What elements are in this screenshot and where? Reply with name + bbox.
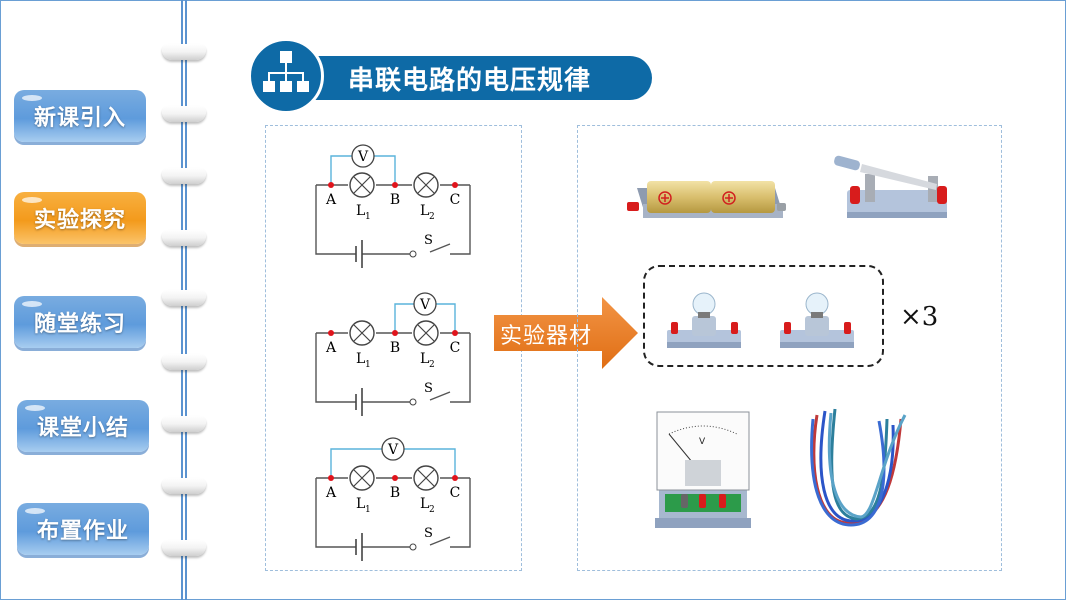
switch-pivot <box>409 398 417 406</box>
switch-label: S <box>424 233 433 248</box>
voltmeter-label: V <box>387 442 399 458</box>
node-label-B: B <box>390 485 400 501</box>
equipment-label: 实验器材 <box>500 324 593 349</box>
switch-pivot <box>409 250 417 258</box>
binder-ring <box>162 168 206 184</box>
lamp-label-subscript: 2 <box>429 505 435 515</box>
lamp-label: L <box>356 351 365 367</box>
binder-ring <box>162 290 206 306</box>
binder-ring <box>162 416 206 432</box>
section-title: 串联电路的电压规律 <box>348 65 592 96</box>
voltmeter-symbol <box>381 437 405 461</box>
nav-button-practice[interactable]: 随堂练习 <box>14 296 146 348</box>
voltmeter-icon: V <box>655 411 751 528</box>
nav-button-summary[interactable]: 课堂小结 <box>17 400 149 452</box>
title-badge <box>248 38 324 114</box>
nav-label: 课堂小结 <box>36 416 129 441</box>
lamp-label-subscript: 2 <box>429 360 435 370</box>
switch-label: S <box>424 526 433 541</box>
node-label-C: C <box>450 340 461 356</box>
section-title-bar: 串联电路的电压规律 <box>290 56 652 100</box>
lamp-group <box>643 265 884 367</box>
hierarchy-icon <box>263 51 309 92</box>
voltmeter-lead <box>330 448 456 478</box>
wires-icon <box>810 408 907 527</box>
node-label-C: C <box>450 485 461 501</box>
node-A <box>328 330 334 336</box>
battery-symbol <box>355 533 363 561</box>
binder-ring <box>162 44 206 60</box>
switch-pivot <box>409 543 417 551</box>
lamp-1-cross <box>353 469 371 487</box>
node-A <box>328 182 334 188</box>
lamp-label: L <box>420 496 429 512</box>
lamp-1-cross <box>353 324 371 342</box>
voltmeter-lead <box>330 155 396 185</box>
switch-label: S <box>424 381 433 396</box>
lamp-label: L <box>356 203 365 219</box>
binder-ring <box>162 478 206 494</box>
node-label-B: B <box>390 340 400 356</box>
voltmeter-lead <box>394 303 456 333</box>
lamp-2-cross <box>417 176 435 194</box>
lamp-label-subscript: 1 <box>365 505 371 515</box>
nav-button-intro[interactable]: 新课引入 <box>14 90 146 142</box>
node-label-A: A <box>325 192 337 208</box>
nav-button-homework[interactable]: 布置作业 <box>17 503 149 555</box>
node-A <box>328 475 334 481</box>
lamp-2-cross <box>417 324 435 342</box>
lamp-label: L <box>420 203 429 219</box>
knife-switch-icon <box>834 155 947 218</box>
binder-ring <box>162 540 206 556</box>
battery-pack-icon <box>627 181 786 218</box>
equipment-panel <box>577 125 1002 571</box>
node-label-A: A <box>325 340 337 356</box>
battery-symbol <box>355 388 363 416</box>
nav-button-experiment[interactable]: 实验探究 <box>14 192 146 244</box>
binder-ring <box>162 106 206 122</box>
voltmeter-label: V <box>419 297 431 313</box>
node-label-A: A <box>325 485 337 501</box>
node-C <box>452 330 458 336</box>
lamp-label: L <box>420 351 429 367</box>
lamp-2-cross <box>417 469 435 487</box>
lamp-label-subscript: 2 <box>429 212 435 222</box>
lamp-1-cross <box>353 176 371 194</box>
node-B <box>392 475 398 481</box>
nav-label: 布置作业 <box>36 519 129 544</box>
battery-symbol <box>355 240 363 268</box>
node-label-C: C <box>450 192 461 208</box>
lamp-multiplier: ×3 <box>900 302 939 332</box>
node-B <box>392 330 398 336</box>
arrow-shape <box>494 297 638 369</box>
voltmeter-symbol <box>413 292 437 316</box>
nav-label: 新课引入 <box>33 106 126 131</box>
binder-ring <box>162 354 206 370</box>
lamp-holder-icon <box>667 292 741 348</box>
node-label-B: B <box>390 192 400 208</box>
lamp-label-subscript: 1 <box>365 360 371 370</box>
node-C <box>452 475 458 481</box>
voltmeter-unit-text: V <box>699 437 706 447</box>
lamp-label: L <box>356 496 365 512</box>
lamp-holder-icon <box>780 292 854 348</box>
voltmeter-symbol <box>351 144 375 168</box>
nav-label: 随堂练习 <box>33 312 126 337</box>
binder-ring <box>162 230 206 246</box>
lamp-label-subscript: 1 <box>365 212 371 222</box>
nav-label: 实验探究 <box>33 208 126 233</box>
node-B <box>392 182 398 188</box>
node-C <box>452 182 458 188</box>
voltmeter-label: V <box>357 149 369 165</box>
